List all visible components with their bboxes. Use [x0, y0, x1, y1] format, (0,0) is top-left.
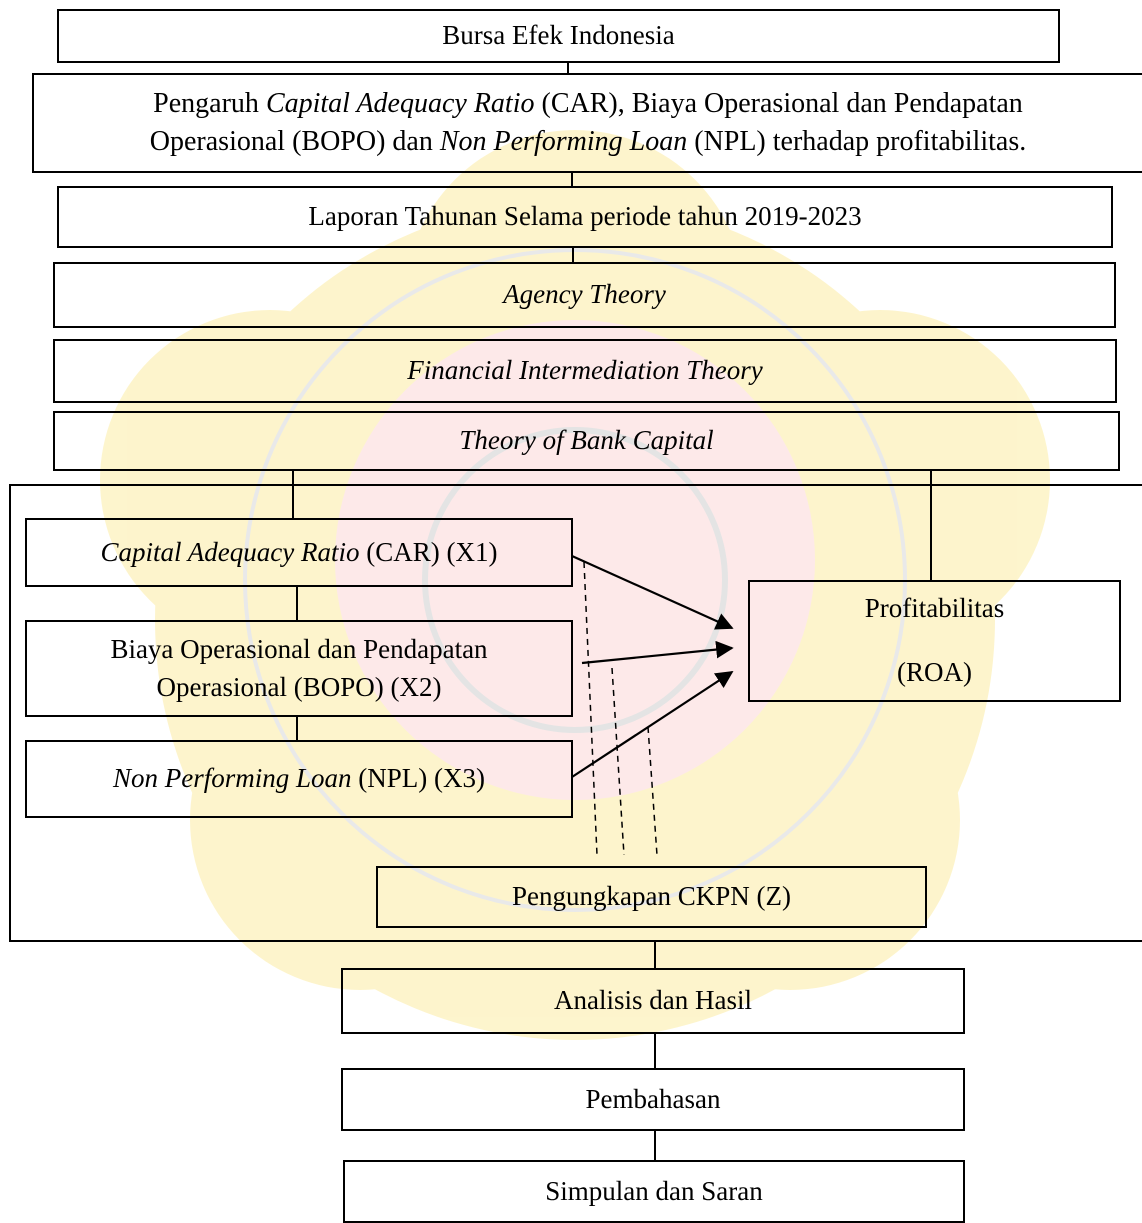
variables-frame	[9, 484, 1142, 942]
moderation-dash-x1	[583, 561, 598, 856]
ckpn-text: Pengungkapan CKPN (Z)	[512, 881, 791, 912]
title-part4: (NPL) terhadap profitabilitas.	[687, 126, 1027, 157]
x2-line2: Operasional (BOPO) (X2)	[156, 671, 442, 702]
bank-capital-text: Theory of Bank Capital	[459, 425, 714, 456]
x3-label: Non Performing Loan (NPL) (X3)	[113, 760, 485, 798]
box-laporan-tahunan: Laporan Tahunan Selama periode tahun 201…	[57, 186, 1113, 248]
title-part1: Pengaruh	[153, 88, 266, 120]
simpulan-text: Simpulan dan Saran	[545, 1175, 763, 1206]
title-line-1: Pengaruh Capital Adequacy Ratio (CAR), B…	[153, 85, 1023, 123]
box-pembahasan: Pembahasan	[341, 1068, 965, 1131]
pembahasan-text: Pembahasan	[585, 1083, 721, 1114]
box-profitabilitas-roa: Profitabilitas (ROA)	[748, 580, 1121, 702]
x3-italic: Non Performing Loan	[112, 763, 352, 794]
title-npl-italic: Non Performing Loan	[439, 126, 688, 157]
title-part2: (CAR), Biaya Operasional dan Pendapatan	[534, 88, 1023, 120]
box-pengungkapan-ckpn: Pengungkapan CKPN (Z)	[376, 866, 927, 928]
box-x1-car: Capital Adequacy Ratio (CAR) (X1)	[25, 518, 573, 587]
bursa-efek-indonesia-text: Bursa Efek Indonesia	[442, 20, 675, 51]
agency-theory-text: Agency Theory	[503, 279, 666, 310]
analisis-text: Analisis dan Hasil	[554, 985, 752, 1016]
financial-intermediation-text: Financial Intermediation Theory	[407, 355, 763, 386]
x1-rest: (CAR) (X1)	[359, 536, 498, 567]
x3-rest: (NPL) (X3)	[351, 763, 485, 794]
box-x2-bopo: Biaya Operasional dan Pendapatan Operasi…	[25, 620, 573, 717]
title-line-2: Operasional (BOPO) dan Non Performing Lo…	[150, 123, 1026, 161]
arrow-x2-roa	[581, 640, 734, 665]
roa-line1: Profitabilitas	[864, 593, 1005, 624]
arrow-x3-roa	[571, 671, 734, 778]
laporan-text: Laporan Tahunan Selama periode tahun 201…	[308, 201, 862, 232]
moderation-dash-x3	[647, 726, 658, 856]
box-bursa-efek-indonesia: Bursa Efek Indonesia	[57, 9, 1060, 63]
box-research-title: Pengaruh Capital Adequacy Ratio (CAR), B…	[32, 73, 1142, 173]
box-agency-theory: Agency Theory	[53, 262, 1116, 328]
box-analisis-dan-hasil: Analisis dan Hasil	[341, 968, 965, 1034]
x1-italic: Capital Adequacy Ratio	[100, 536, 360, 567]
title-part3: Operasional (BOPO) dan	[149, 126, 440, 157]
roa-line2: (ROA)	[897, 657, 972, 687]
x1-label: Capital Adequacy Ratio (CAR) (X1)	[101, 534, 498, 572]
box-theory-of-bank-capital: Theory of Bank Capital	[53, 411, 1120, 471]
box-simpulan-dan-saran: Simpulan dan Saran	[343, 1160, 965, 1223]
box-x3-npl: Non Performing Loan (NPL) (X3)	[25, 740, 573, 818]
arrow-x1-roa	[571, 554, 734, 630]
box-financial-intermediation-theory: Financial Intermediation Theory	[53, 339, 1117, 403]
title-car-italic: Capital Adequacy Ratio	[265, 88, 535, 120]
x2-line1: Biaya Operasional dan Pendapatan	[110, 633, 488, 664]
moderation-dash-x2	[611, 667, 625, 856]
